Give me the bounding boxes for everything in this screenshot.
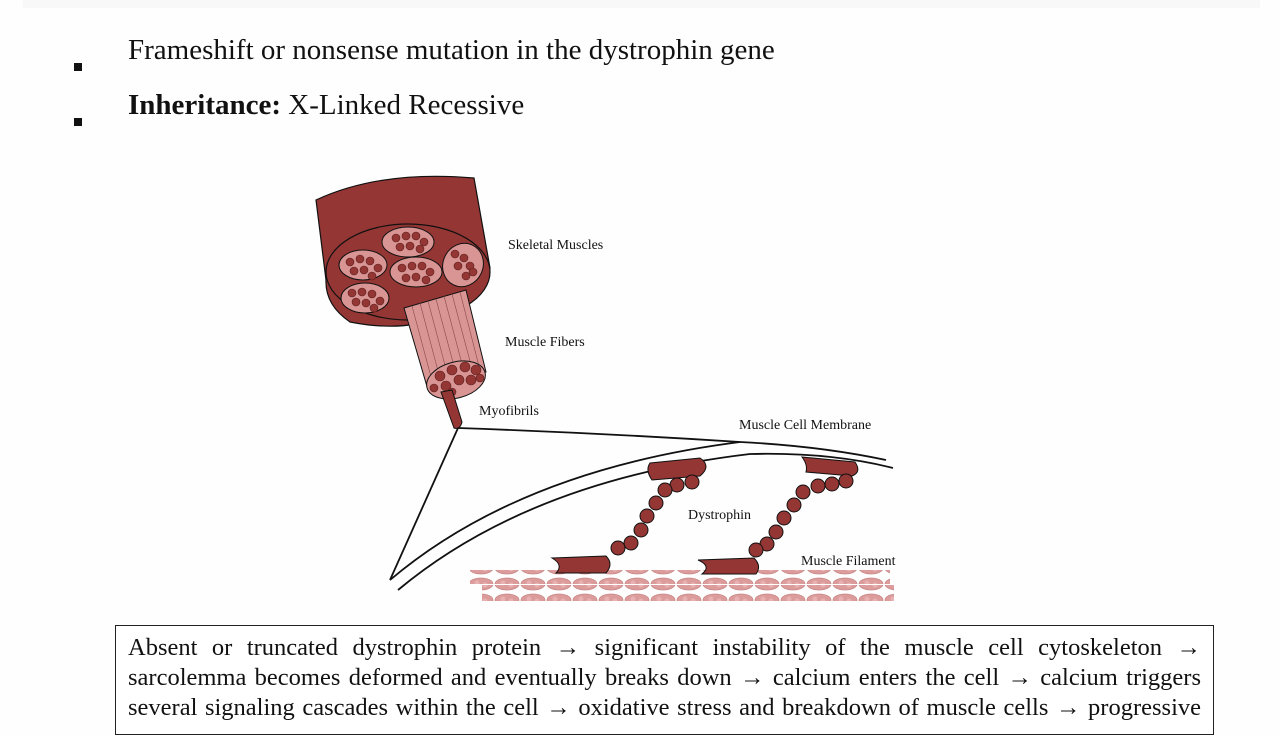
pathway-line: sarcolemma becomes deformed and eventual… [128, 664, 1201, 691]
dystrophin-molecule [697, 456, 859, 575]
dystrophin-molecule [550, 457, 707, 574]
label-skeletal-muscles: Skeletal Muscles [508, 238, 603, 253]
label-dystrophin: Dystrophin [688, 508, 751, 523]
fascicle-dots [345, 231, 478, 313]
muscle-filament-row [482, 585, 894, 601]
square-bullet-icon [74, 118, 82, 126]
bullet-bold: Inheritance: [128, 89, 282, 121]
label-myofibrils: Myofibrils [479, 404, 539, 419]
muscle-structure-diagram: Skeletal Muscles Muscle Fibers Myofibril… [315, 175, 896, 601]
muscle-filament-row [470, 570, 890, 584]
pathway-line: Absent or truncated dystrophin protein →… [128, 634, 1201, 661]
bullet-text: X-Linked Recessive [281, 89, 525, 121]
slide-top-band [23, 0, 1260, 8]
pathway-line: several signaling cascades within the ce… [128, 694, 1201, 721]
label-muscle-cell-membrane: Muscle Cell Membrane [739, 418, 871, 433]
pathogenesis-text-box: Absent or truncated dystrophin protein →… [115, 625, 1214, 735]
skeletal-muscle-illustration [315, 175, 491, 429]
bullet-text: Frameshift or nonsense mutation in the d… [128, 34, 775, 66]
label-muscle-filament: Muscle Filament [801, 554, 896, 569]
square-bullet-icon [74, 63, 82, 71]
label-muscle-fibers: Muscle Fibers [505, 335, 585, 350]
